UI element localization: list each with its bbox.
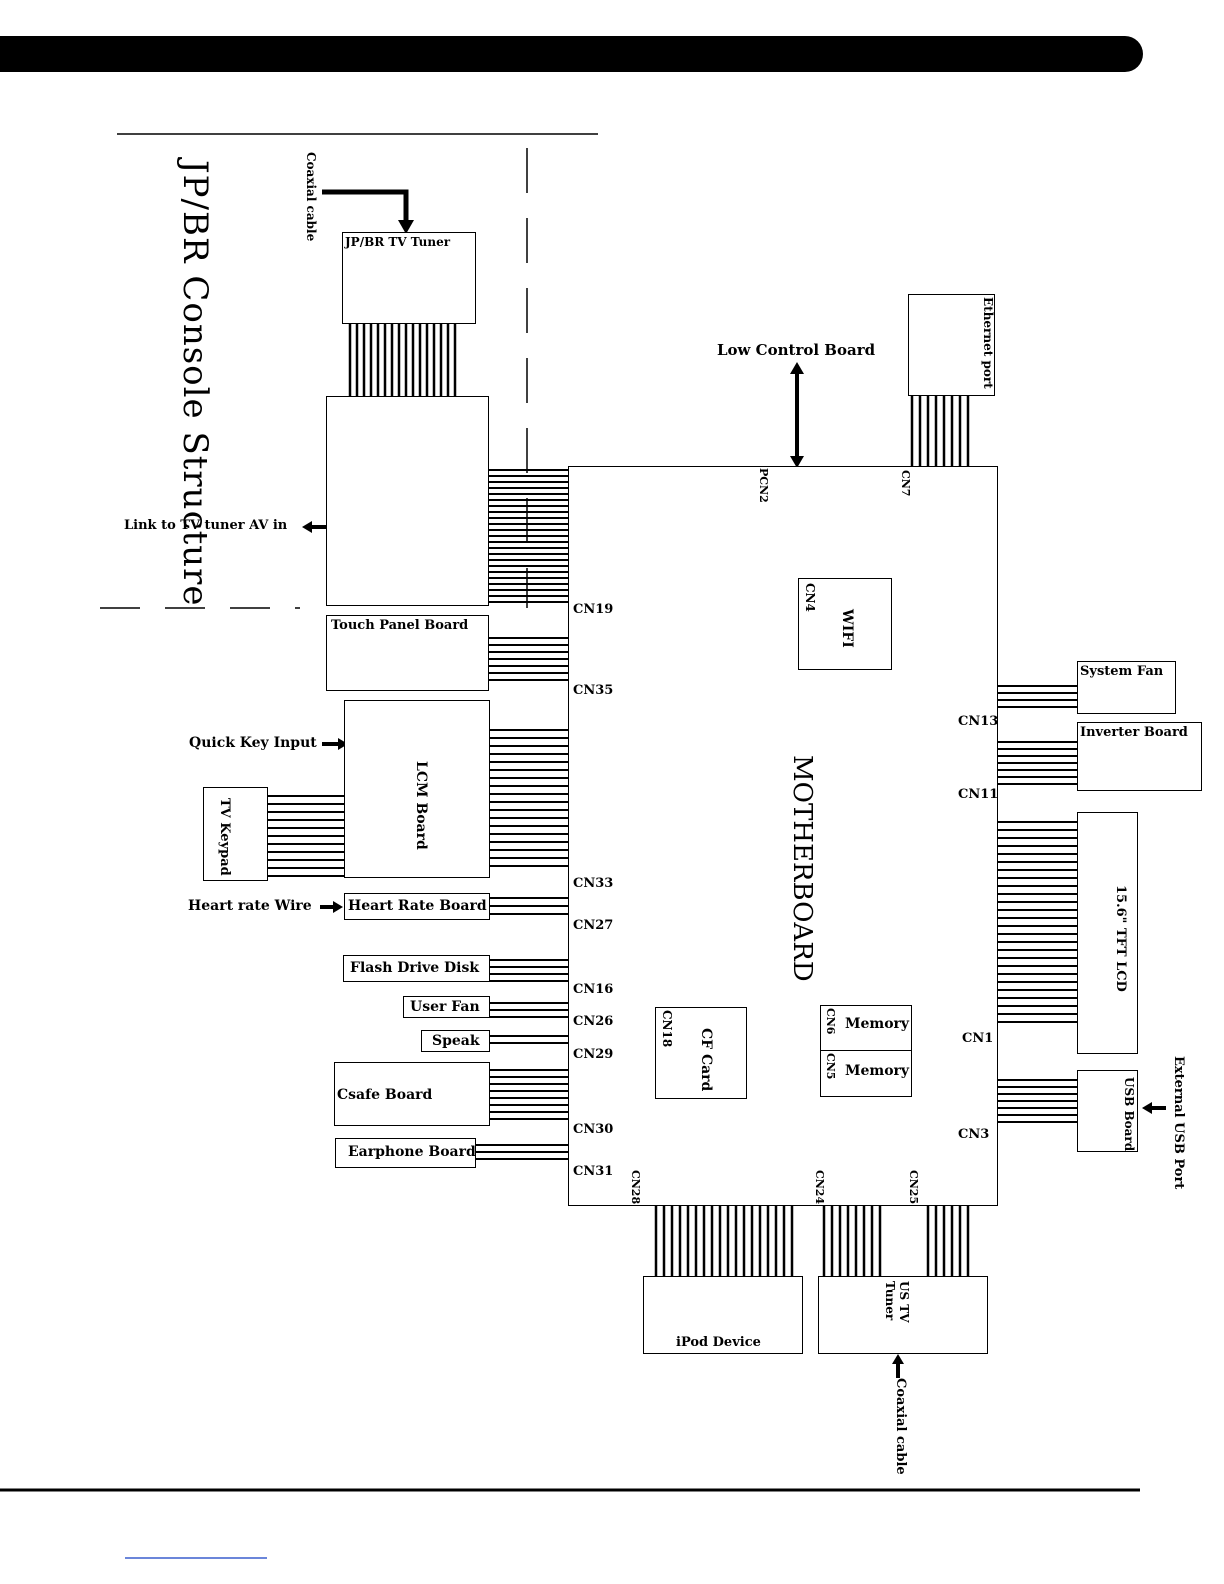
cn24-label: CN24	[813, 1170, 826, 1205]
system-fan-label: System Fan	[1080, 664, 1164, 679]
external-usb-label: External USB Port	[1171, 1056, 1186, 1190]
cf-card-label: CF Card	[698, 1028, 714, 1092]
motherboard-box: MOTHERBOARD	[568, 466, 998, 1206]
csafe-board-label: Csafe Board	[337, 1087, 433, 1103]
csafe-board-box: Csafe Board	[334, 1062, 490, 1126]
us-tv-tuner-label: US TV Tuner	[883, 1281, 911, 1323]
speak-label: Speak	[432, 1033, 480, 1049]
ipod-device-box: iPod Device	[643, 1276, 803, 1354]
pcn2-label: PCN2	[757, 468, 770, 503]
us-tv-tuner-box: US TV Tuner	[818, 1276, 988, 1354]
cn26-label: CN26	[573, 1014, 614, 1029]
tft-lcd-label: 15.6" TFT LCD	[1113, 885, 1128, 992]
jpbr-tv-tuner-label: JP/BR TV Tuner	[345, 235, 451, 249]
cn35-label: CN35	[573, 683, 614, 698]
flash-drive-label: Flash Drive Disk	[350, 960, 480, 976]
touch-panel-box: Touch Panel Board	[326, 615, 489, 691]
inverter-board-label: Inverter Board	[1080, 725, 1188, 740]
link-tv-tuner-label: Link to TV tuner AV in	[124, 518, 288, 533]
heart-rate-board-box: Heart Rate Board	[344, 893, 490, 920]
system-fan-box: System Fan	[1077, 661, 1176, 714]
earphone-board-label: Earphone Board	[348, 1144, 476, 1160]
cn13-label: CN13	[958, 714, 999, 729]
jpbr-tv-tuner-box: JP/BR TV Tuner	[342, 232, 476, 324]
cn29-label: CN29	[573, 1047, 614, 1062]
heart-rate-wire-label: Heart rate Wire	[188, 898, 312, 914]
heart-rate-board-label: Heart Rate Board	[348, 898, 487, 914]
tv-keypad-box: TV Keypad	[203, 787, 268, 881]
speak-box: Speak	[421, 1030, 490, 1052]
cn19-label: CN19	[573, 602, 614, 617]
ethernet-port-box: Ethernet port	[908, 294, 995, 396]
cn5-label: CN5	[824, 1053, 837, 1080]
user-fan-label: User Fan	[410, 999, 480, 1015]
tft-lcd-box: 15.6" TFT LCD	[1077, 812, 1138, 1054]
touch-panel-label: Touch Panel Board	[331, 618, 469, 633]
earphone-board-box: Earphone Board	[335, 1138, 476, 1168]
wifi-box: WIFI CN4	[798, 578, 892, 670]
lcm-board-label: LCM Board	[413, 761, 429, 850]
cn30-label: CN30	[573, 1122, 614, 1137]
av-board-box	[326, 396, 489, 606]
cn3-label: CN3	[958, 1127, 990, 1142]
ipod-device-label: iPod Device	[676, 1335, 761, 1350]
cn25-label: CN25	[907, 1170, 920, 1205]
lcm-board-box: LCM Board	[344, 700, 490, 878]
page-title: JP/BR Console Structure	[175, 160, 215, 607]
user-fan-box: User Fan	[403, 996, 490, 1018]
wifi-label: WIFI	[839, 609, 855, 648]
cn31-label: CN31	[573, 1164, 614, 1179]
ethernet-port-label: Ethernet port	[981, 297, 995, 389]
motherboard-label: MOTHERBOARD	[787, 755, 817, 982]
coaxial-cable-top-label: Coaxial cable	[304, 152, 318, 242]
quick-key-label: Quick Key Input	[189, 735, 317, 751]
cn7-label: CN7	[899, 470, 912, 497]
cn27-label: CN27	[573, 918, 614, 933]
cn1-label: CN1	[962, 1031, 994, 1046]
cn6-label: CN6	[824, 1008, 837, 1035]
low-control-board-label: Low Control Board	[717, 341, 876, 359]
memory-box-1: Memory CN6	[820, 1005, 912, 1052]
cn16-label: CN16	[573, 982, 614, 997]
cn28-label: CN28	[629, 1170, 642, 1205]
flash-drive-box: Flash Drive Disk	[343, 955, 490, 982]
tv-keypad-label: TV Keypad	[217, 798, 232, 876]
coaxial-cable-bottom-label: Coaxial cable	[893, 1378, 908, 1475]
memory-1-label: Memory	[845, 1016, 910, 1032]
cn4-label: CN4	[803, 583, 817, 612]
usb-board-box: USB Board	[1077, 1070, 1138, 1152]
inverter-board-box: Inverter Board	[1077, 722, 1202, 791]
cn18-label: CN18	[660, 1010, 674, 1048]
cn11-label: CN11	[958, 787, 999, 802]
cn33-label: CN33	[573, 876, 614, 891]
memory-2-label: Memory	[845, 1063, 910, 1079]
memory-box-2: Memory CN5	[820, 1050, 912, 1097]
usb-board-label: USB Board	[1122, 1077, 1136, 1152]
cf-card-box: CF Card CN18	[655, 1007, 747, 1099]
header-bar	[0, 36, 1143, 72]
